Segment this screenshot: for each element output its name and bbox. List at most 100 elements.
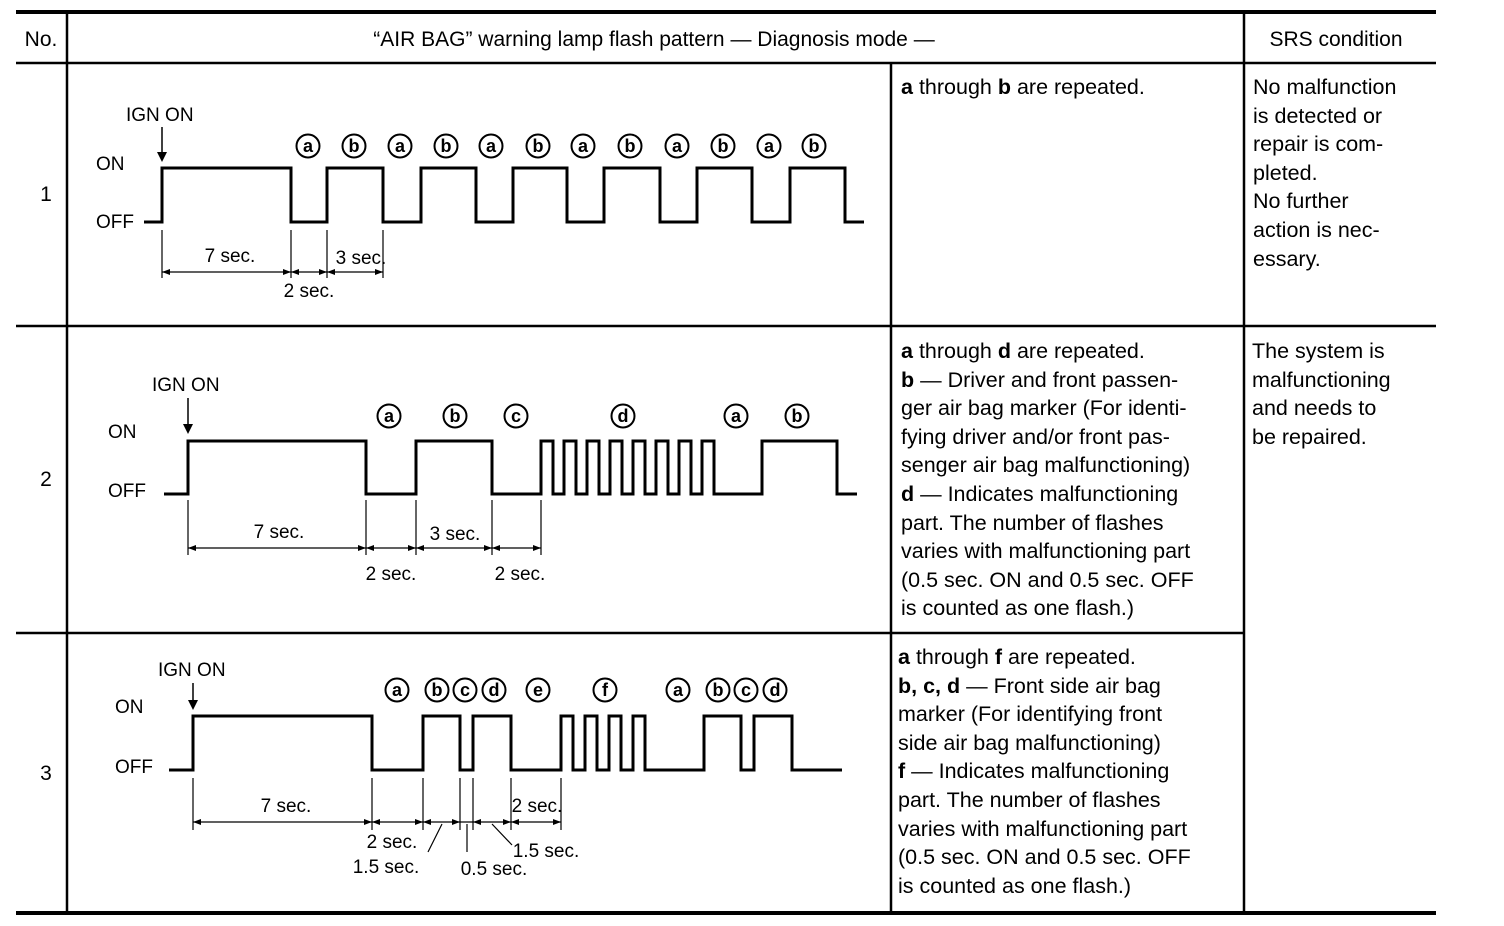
description-line: The system is: [1252, 339, 1385, 363]
description-line: malfunctioning: [1252, 367, 1391, 392]
marker-b: b: [450, 406, 461, 426]
marker-d: d: [770, 680, 781, 700]
marker-c: c: [511, 406, 521, 426]
marker-circle: [784, 403, 810, 429]
timing-extension-lines: [161, 230, 384, 278]
ign-on-label: IGN ON: [152, 375, 220, 396]
marker-circle: [387, 133, 413, 159]
description-line: is counted as one flash.): [901, 596, 1135, 621]
marker-d: d: [618, 406, 629, 426]
description-line: side air bag malfunctioning): [898, 730, 1161, 755]
marker-circle: [733, 677, 759, 703]
description-line: d — Indicates malfunctioning: [901, 481, 1179, 506]
header-no: No.: [25, 28, 58, 51]
description-line: part. The number of flashes: [898, 787, 1161, 812]
row-number-3: 3: [40, 762, 52, 785]
bold-term: f: [898, 759, 906, 784]
marker-b: b: [625, 136, 636, 156]
on-label: ON: [108, 422, 137, 443]
marker-circle: [503, 403, 529, 429]
marker-circle: [664, 133, 690, 159]
marker-circle: [341, 133, 367, 159]
marker-circle: [452, 677, 478, 703]
bold-term: d: [997, 339, 1011, 363]
description-line: No further: [1253, 189, 1349, 214]
bold-term: f: [994, 645, 1003, 669]
ign-on-arrowhead: [188, 700, 198, 710]
description-line: repair is com-: [1253, 132, 1384, 157]
description-line: is detected or: [1253, 103, 1383, 128]
time-label: 2 sec.: [284, 281, 335, 302]
on-label: ON: [96, 154, 125, 175]
marker-a: a: [486, 136, 497, 156]
bold-term: a: [901, 339, 913, 363]
marker-a: a: [384, 406, 395, 426]
marker-circle: [723, 403, 749, 429]
timing-arrowheads: [188, 545, 541, 551]
description-line: a through d are repeated.: [901, 339, 1145, 363]
marker-circle: [433, 133, 459, 159]
marker-c: c: [741, 680, 751, 700]
time-label: 3 sec.: [430, 524, 481, 545]
marker-circle: [665, 677, 691, 703]
description-line: pleted.: [1253, 160, 1318, 185]
marker-circle: [705, 677, 731, 703]
off-label: OFF: [96, 212, 134, 233]
time-label: 2 sec.: [495, 564, 546, 585]
time-label: 2 sec.: [512, 796, 563, 817]
marker-circle: [570, 133, 596, 159]
ign-on-arrowhead: [157, 152, 167, 162]
time-label: 3 sec.: [336, 248, 387, 269]
description-line: fying driver and/or front pas-: [901, 424, 1170, 449]
description-line: b — Driver and front passen-: [901, 367, 1179, 392]
marker-f: f: [602, 680, 609, 700]
marker-b: b: [533, 136, 544, 156]
ign-on-label: IGN ON: [126, 105, 194, 126]
bold-term: b, c, d: [898, 673, 961, 698]
marker-circle: [478, 133, 504, 159]
marker-circle: [376, 403, 402, 429]
row-3-description: a through f are repeated.b, c, d — Front…: [898, 643, 1191, 900]
time-label: 7 sec.: [261, 796, 312, 817]
marker-circle: [617, 133, 643, 159]
on-label: ON: [115, 697, 144, 718]
marker-circle: [762, 677, 788, 703]
marker-a: a: [672, 136, 683, 156]
description-text: through: [912, 75, 998, 99]
marker-circle: [442, 403, 468, 429]
row-number-1: 1: [40, 183, 52, 206]
description-line: varies with malfunctioning part: [898, 816, 1188, 841]
marker-d: d: [489, 680, 500, 700]
description-line: ger air bag marker (For identi-: [901, 396, 1187, 421]
row-number-2: 2: [40, 468, 52, 491]
marker-circle: [424, 677, 450, 703]
marker-a: a: [578, 136, 589, 156]
marker-b: b: [792, 406, 803, 426]
time-label: 2 sec.: [367, 832, 418, 853]
marker-c: c: [460, 680, 470, 700]
lamp-waveform: [144, 166, 864, 224]
description-line: senger air bag malfunctioning): [901, 453, 1191, 478]
marker-circle: [525, 133, 551, 159]
bold-term: b: [901, 367, 915, 392]
marker-a: a: [395, 136, 406, 156]
timing-arrowheads: [162, 269, 383, 275]
marker-circle: [525, 677, 551, 703]
time-label: 2 sec.: [366, 564, 417, 585]
time-label: 7 sec.: [254, 522, 305, 543]
marker-circle: [592, 677, 618, 703]
description-line: and needs to: [1252, 396, 1377, 421]
description-line: part. The number of flashes: [901, 510, 1164, 535]
marker-b: b: [441, 136, 452, 156]
marker-a: a: [731, 406, 742, 426]
bold-term: b: [997, 75, 1011, 99]
description-line: varies with malfunctioning part: [901, 539, 1191, 564]
marker-e: e: [533, 680, 543, 700]
time-label: 0.5 sec.: [461, 859, 528, 880]
marker-b: b: [809, 136, 820, 156]
